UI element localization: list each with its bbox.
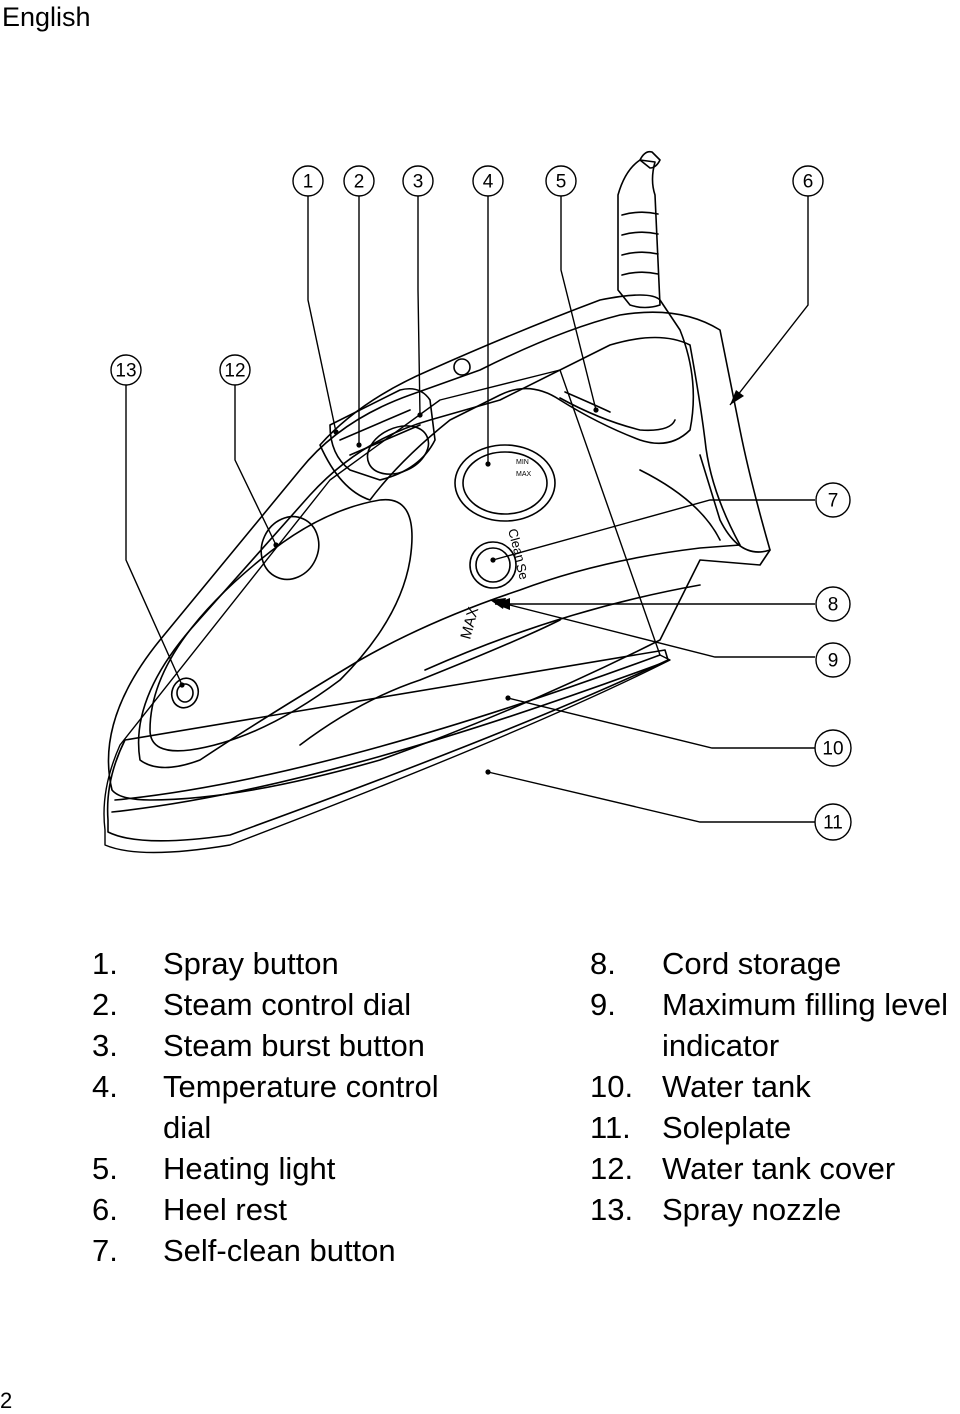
callout-12: 12 bbox=[224, 361, 245, 382]
item-label: Cord storage bbox=[662, 946, 842, 981]
leader-dots bbox=[179, 407, 599, 775]
callout-3: 3 bbox=[413, 172, 424, 193]
callout-6: 6 bbox=[803, 172, 814, 193]
dial-max-mark: MAX bbox=[516, 471, 532, 478]
callout-7: 7 bbox=[828, 491, 839, 512]
callout-10: 10 bbox=[822, 739, 843, 760]
item-number: 10. bbox=[590, 1069, 634, 1104]
callout-9: 9 bbox=[828, 651, 839, 672]
item-label: Maximum filling level bbox=[662, 987, 948, 1022]
list-item: 8. Cord storage bbox=[590, 943, 948, 984]
item-number bbox=[590, 1025, 662, 1066]
leader-lines bbox=[125, 196, 815, 823]
list-item: 10. Water tank bbox=[590, 1066, 948, 1107]
list-item: 7. Self-clean button bbox=[92, 1230, 439, 1271]
item-label: Self-clean button bbox=[163, 1233, 396, 1268]
item-label: Steam burst button bbox=[163, 1028, 425, 1063]
item-label: dial bbox=[163, 1110, 212, 1145]
iron-diagram: MAX Clean Se MIN MAX bbox=[103, 150, 852, 854]
callout-2: 2 bbox=[354, 172, 365, 193]
item-label: Temperature control bbox=[163, 1069, 439, 1104]
list-item: 9. Maximum filling level bbox=[590, 984, 948, 1025]
callout-8: 8 bbox=[828, 595, 839, 616]
page-number: 2 bbox=[0, 1388, 13, 1413]
item-label: Spray button bbox=[163, 946, 339, 981]
item-number: 4. bbox=[92, 1069, 118, 1104]
item-number: 11. bbox=[590, 1110, 631, 1145]
list-item: 11. Soleplate bbox=[590, 1107, 948, 1148]
list-item-continuation: dial bbox=[92, 1107, 439, 1148]
list-item: 12. Water tank cover bbox=[590, 1148, 948, 1189]
item-label: Spray nozzle bbox=[662, 1192, 842, 1227]
item-label: Water tank bbox=[662, 1069, 811, 1104]
parts-list-left: 1. Spray button 2. Steam control dial 3. St… bbox=[92, 943, 439, 1271]
self-clean-mark-short: Se bbox=[513, 562, 532, 581]
callout-circles bbox=[110, 165, 852, 841]
list-item: 13. Spray nozzle bbox=[590, 1189, 948, 1230]
item-label: Water tank cover bbox=[662, 1151, 896, 1186]
iron-illustration bbox=[103, 150, 771, 854]
item-label: Soleplate bbox=[662, 1110, 792, 1145]
callout-13: 13 bbox=[115, 361, 136, 382]
callout-5: 5 bbox=[556, 172, 567, 193]
parts-list-right: 8. Cord storage 9. Maximum filling level i… bbox=[590, 943, 948, 1230]
item-number: 5. bbox=[92, 1151, 118, 1186]
list-item: 1. Spray button bbox=[92, 943, 439, 984]
dial-min-mark: MIN bbox=[516, 459, 529, 466]
item-label: Heating light bbox=[163, 1151, 336, 1186]
item-number: 2. bbox=[92, 987, 118, 1022]
list-item: 3. Steam burst button bbox=[92, 1025, 439, 1066]
item-number: 12. bbox=[590, 1151, 634, 1186]
item-number: 9. bbox=[590, 987, 616, 1022]
list-item: 4. Temperature control bbox=[92, 1066, 439, 1107]
list-item-continuation: indicator bbox=[590, 1025, 948, 1066]
item-number: 3. bbox=[92, 1028, 118, 1063]
callout-4: 4 bbox=[483, 172, 494, 193]
list-item: 5. Heating light bbox=[92, 1148, 439, 1189]
max-fill-mark: MAX bbox=[457, 605, 482, 641]
item-number: 8. bbox=[590, 946, 616, 981]
item-number bbox=[92, 1107, 163, 1148]
item-number: 6. bbox=[92, 1192, 118, 1227]
item-label: indicator bbox=[662, 1028, 780, 1063]
list-item: 6. Heel rest bbox=[92, 1189, 439, 1230]
item-label: Heel rest bbox=[163, 1192, 288, 1227]
list-item: 2. Steam control dial bbox=[92, 984, 439, 1025]
item-number: 1. bbox=[92, 946, 118, 981]
language-heading: English bbox=[2, 2, 91, 32]
leader-arrowheads bbox=[490, 390, 744, 610]
item-number: 13. bbox=[590, 1192, 634, 1227]
callout-1: 1 bbox=[303, 172, 314, 193]
item-number: 7. bbox=[92, 1233, 118, 1268]
item-label: Steam control dial bbox=[163, 987, 412, 1022]
callout-11: 11 bbox=[823, 813, 843, 834]
